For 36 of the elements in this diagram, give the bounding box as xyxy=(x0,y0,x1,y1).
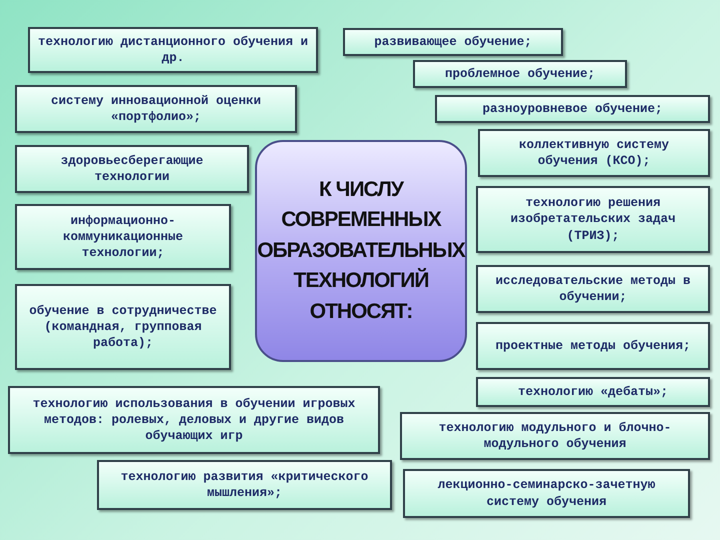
box-text: технологию модульного и блочно-модульного обучения xyxy=(438,420,672,452)
box-text: систему инновационной оценки «портфолио»; xyxy=(50,92,262,126)
box-text: исследовательские методы в обучении; xyxy=(494,272,692,306)
box-text: технологию использования в обучении игровых методов: ролевых, деловых и другие видов обучающих игр xyxy=(32,396,356,444)
heading-text: К ЧИСЛУ СОВРЕМЕННЫХ ОБРАЗОВАТЕЛЬНЫХ ТЕХНОЛОГИЙ ОТНОСЯТ: xyxy=(257,176,465,325)
technology-box xyxy=(15,284,231,370)
technology-box xyxy=(403,469,690,518)
technology-box xyxy=(97,460,392,510)
box-text: лекционно-семинарско-зачетную систему обучения xyxy=(436,477,656,510)
box-text: обучение в сотрудничестве (командная, групповая работа); xyxy=(28,302,218,352)
box-text: информационно-коммуникационные технологии; xyxy=(62,212,184,262)
technology-box xyxy=(15,204,231,270)
technology-box xyxy=(8,386,380,454)
box-text: проблемное обучение; xyxy=(444,66,596,82)
technology-box xyxy=(476,377,710,407)
box-text: проектные методы обучения; xyxy=(495,338,691,354)
box-text: развивающее обучение; xyxy=(374,34,532,50)
technology-box xyxy=(478,129,710,177)
box-text: технологию «дебаты»; xyxy=(518,384,668,400)
technology-box xyxy=(343,28,563,56)
box-text: технологию дистанционного обучения и др. xyxy=(36,34,310,66)
technology-box xyxy=(413,60,627,88)
technology-box xyxy=(476,322,710,370)
technology-box xyxy=(15,145,249,193)
box-text: здоровьесберегающие технологии xyxy=(60,152,204,186)
technology-box xyxy=(476,186,710,253)
technology-box xyxy=(400,412,710,460)
technology-box xyxy=(435,95,710,123)
box-text: коллективную систему обучения (КСО); xyxy=(518,136,670,170)
heading-panel xyxy=(255,140,467,362)
technology-box xyxy=(15,85,297,133)
box-text: технологию решения изобретательских задач (ТРИЗ); xyxy=(509,195,677,244)
box-text: разноуровневое обучение; xyxy=(482,100,663,118)
technology-box xyxy=(28,27,318,73)
technology-box xyxy=(476,265,710,313)
box-text: технологию развития «критического мышления»; xyxy=(120,468,370,502)
